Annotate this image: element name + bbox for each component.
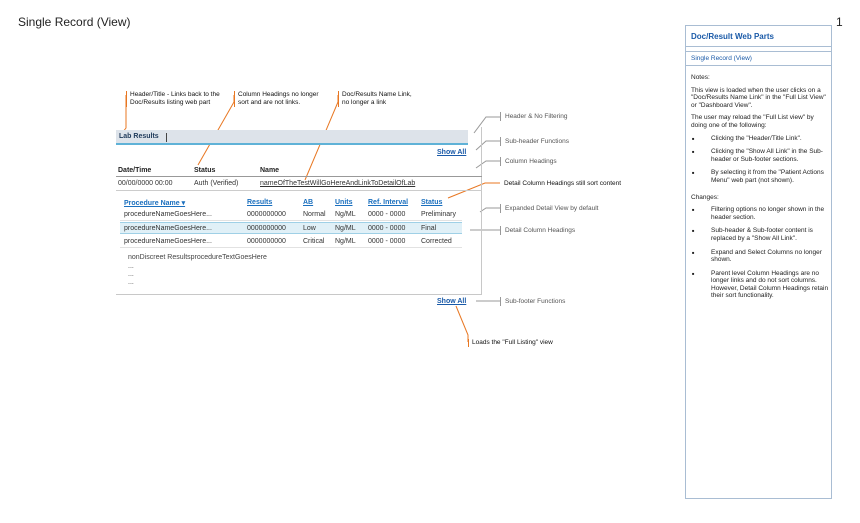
page-title: Single Record (View) [18, 15, 131, 29]
detail-header-ref-interval[interactable]: Ref. Interval [368, 199, 409, 206]
detail-ref-interval: 0000 - 0000 [368, 211, 406, 218]
detail-header-units[interactable]: Units [335, 199, 353, 206]
detail-results: 0000000000 [247, 225, 286, 232]
show-all-top-link[interactable]: Show All [437, 149, 467, 156]
connector-header-filter [473, 116, 500, 134]
changes-item: Parent level Column Headings are no long… [691, 270, 829, 300]
col-header-name: Name [260, 167, 280, 174]
callout-column-headings: Column Headings no longer sort and are n… [234, 91, 324, 107]
detail-ref-interval: 0000 - 0000 [368, 225, 406, 232]
nondiscrete-ellipsis: ... [128, 279, 134, 286]
detail-units: Ng/ML [335, 238, 356, 245]
column-divider [116, 176, 482, 177]
notes-item: Clicking the "Show All Link" in the Sub-… [691, 148, 829, 163]
changes-item: Filtering options no longer shown in the… [691, 206, 829, 221]
header-divider [166, 133, 167, 142]
lab-results-widget: Lab Results Show All Date/Time Status Na… [116, 127, 482, 295]
panel-subtitle: Single Record (View) [686, 51, 831, 66]
widget-title-link[interactable]: Lab Results [119, 133, 159, 140]
label-detail-column-headings: Detail Column Headings [500, 226, 575, 235]
nondiscrete-ellipsis: ... [128, 263, 134, 270]
callout-header-title: Header/Title - Links back to the Doc/Res… [126, 91, 230, 107]
nondiscrete-ellipsis: ... [128, 271, 134, 278]
panel-body: Notes: This view is loaded when the user… [691, 74, 829, 306]
detail-status: Corrected [421, 238, 452, 245]
notes-paragraph: The user may reload the "Full List view"… [691, 114, 814, 129]
label-subfooter-functions: Sub-footer Functions [500, 297, 565, 306]
callout-loads-full: Loads the "Full Listing" view [468, 339, 578, 347]
panel-title: Doc/Result Web Parts [686, 26, 831, 47]
changes-heading: Changes: [691, 193, 719, 201]
connector-detail-sort [447, 182, 500, 199]
row-divider [116, 190, 482, 191]
nondiscrete-text: nonDiscreet ResultsprocedureTextGoesHere [128, 254, 267, 261]
changes-item: Sub-header & Sub-footer content is repla… [691, 227, 829, 242]
widget-header: Lab Results [116, 130, 468, 145]
connector-colheads [475, 160, 500, 169]
connector-subheader [475, 140, 500, 151]
callout-detail-sort: Detail Column Headings still sort conten… [504, 180, 622, 187]
detail-ref-interval: 0000 - 0000 [368, 238, 406, 245]
detail-ab: Normal [303, 211, 326, 218]
notes-paragraph: This view is loaded when the user clicks… [691, 86, 826, 109]
label-subheader-functions: Sub-header Functions [500, 137, 569, 146]
page-number: 1 [836, 15, 843, 29]
detail-procedure: procedureNameGoesHere... [124, 238, 212, 245]
notes-item: Clicking the "Header/Title Link". [691, 135, 829, 143]
label-column-headings: Column Headings [500, 157, 557, 166]
show-all-bottom-link[interactable]: Show All [437, 298, 467, 305]
col-header-status: Status [194, 167, 216, 174]
col-header-datetime: Date/Time [118, 167, 152, 174]
label-expanded-detail: Expanded Detail View by default [500, 204, 598, 213]
detail-header-results[interactable]: Results [247, 199, 273, 206]
changes-item: Expand and Select Columns no longer show… [691, 249, 829, 264]
detail-units: Ng/ML [335, 211, 356, 218]
notes-heading: Notes: [691, 74, 710, 81]
connector-loads-full [455, 305, 469, 342]
notes-panel: Doc/Result Web Parts Single Record (View… [685, 25, 832, 499]
detail-procedure: procedureNameGoesHere... [124, 225, 212, 232]
detail-results: 0000000000 [247, 238, 286, 245]
changes-list: Filtering options no longer shown in the… [691, 206, 829, 300]
detail-header-status[interactable]: Status [421, 199, 443, 206]
label-header-no-filtering: Header & No Filtering [500, 112, 568, 121]
notes-item: By selecting it from the "Patient Action… [691, 169, 829, 184]
record-status: Auth (Verified) [194, 180, 239, 187]
record-datetime: 00/00/0000 00:00 [118, 180, 173, 187]
notes-list: Clicking the "Header/Title Link". Clicki… [691, 135, 829, 185]
callout-name-link: Doc/Results Name Link, no longer a link [338, 91, 420, 107]
detail-procedure: procedureNameGoesHere... [124, 211, 212, 218]
detail-header-ab[interactable]: AB [303, 199, 314, 206]
detail-units: Ng/ML [335, 225, 356, 232]
detail-status: Final [421, 225, 437, 232]
detail-row-selected[interactable]: procedureNameGoesHere... 0000000000 Low … [120, 222, 462, 234]
detail-header-procedure[interactable]: Procedure Name ▾ [124, 200, 186, 207]
detail-row: procedureNameGoesHere... 0000000000 Crit… [120, 236, 462, 248]
detail-results: 0000000000 [247, 211, 286, 218]
detail-ab: Low [303, 225, 316, 232]
connector-expanded [479, 207, 500, 213]
detail-ab: Critical [303, 238, 325, 245]
record-name: nameOfTheTestWillGoHereAndLinkToDetailOf… [260, 180, 416, 187]
detail-status: Preliminary [421, 211, 457, 218]
detail-row: procedureNameGoesHere... 0000000000 Norm… [120, 209, 462, 221]
